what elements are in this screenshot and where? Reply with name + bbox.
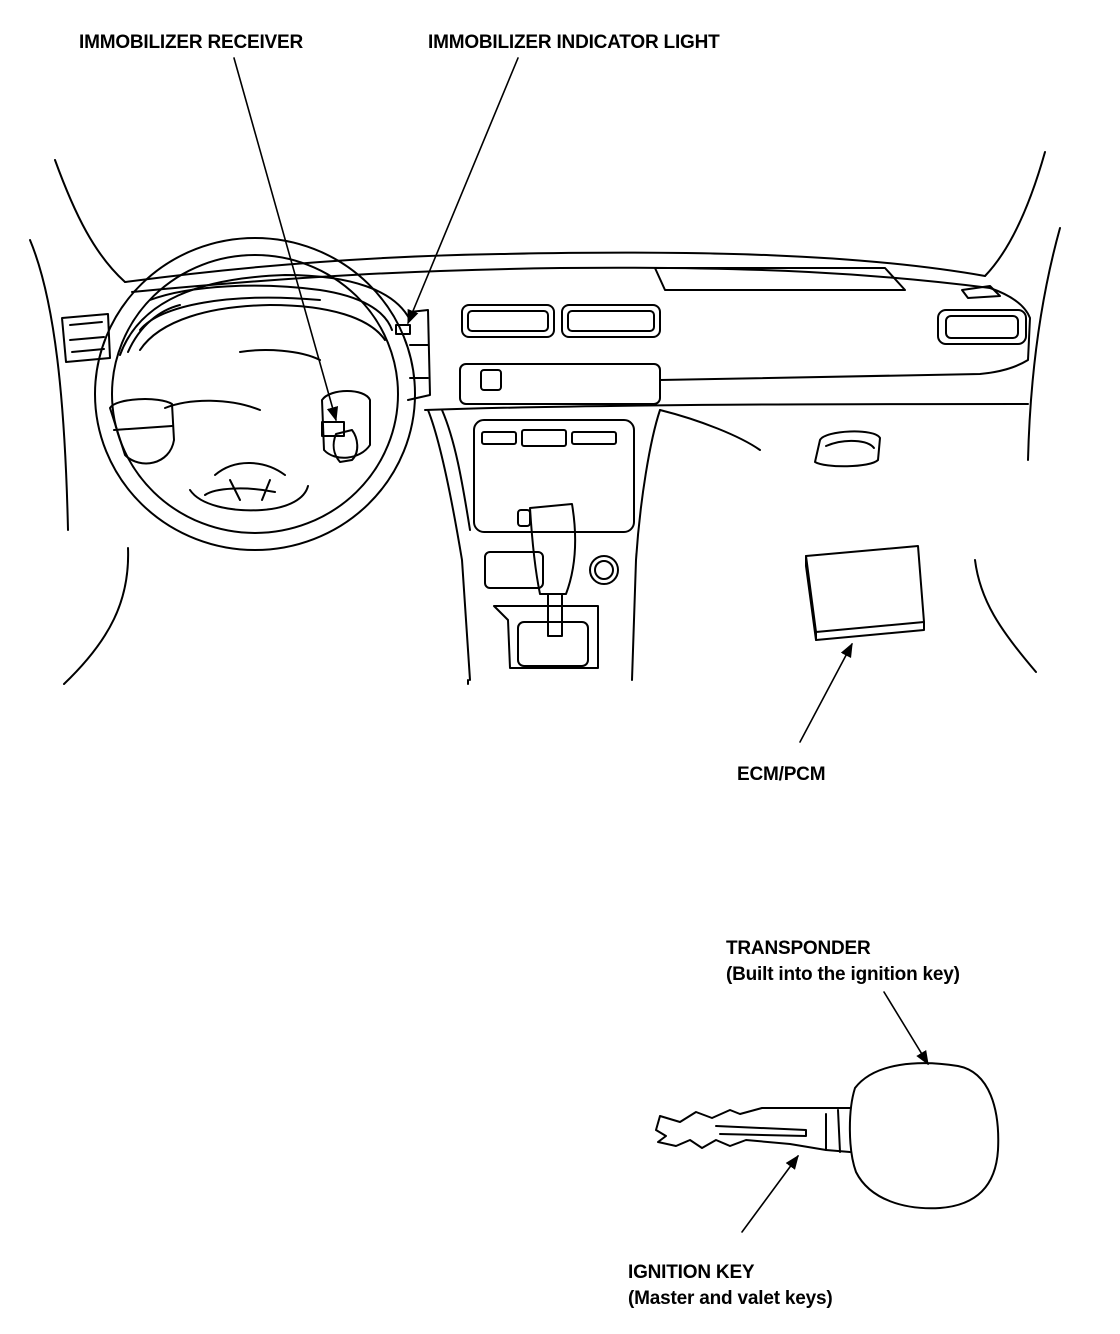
- left-door-edge: [29, 239, 69, 531]
- dash-top-lip: [131, 266, 991, 293]
- left-vent: [61, 313, 111, 363]
- indicator-leader-line: [407, 57, 519, 325]
- console-knob: [589, 555, 619, 585]
- ecm-pcm-box: [805, 545, 925, 641]
- key-head: [848, 1062, 1000, 1210]
- transponder-leader-line: [883, 991, 929, 1066]
- immobilizer-receiver-label: IMMOBILIZER RECEIVER: [79, 32, 304, 53]
- transponder-note: (Built into the ignition key): [726, 964, 960, 985]
- center-vent-left: [461, 304, 555, 338]
- ignition-key-title: IGNITION KEY: [628, 1262, 755, 1283]
- immobilizer-indicator-light-label: IMMOBILIZER INDICATOR LIGHT: [428, 32, 720, 53]
- ignition-key-label: IGNITION KEY (Master and valet keys): [628, 1260, 833, 1312]
- ecm-pcm-leader-line: [799, 642, 853, 743]
- cluster-hood: [119, 274, 411, 356]
- transponder-label: TRANSPONDER (Built into the ignition key…: [726, 936, 960, 988]
- ignition-key: [655, 1062, 1000, 1210]
- center-panel: [459, 363, 661, 405]
- dash-top-edge: [124, 251, 986, 283]
- key-blade: [655, 1107, 851, 1153]
- receiver-leader-line: [233, 57, 339, 422]
- ignition-key-leader-line: [741, 1154, 799, 1233]
- dashboard: [29, 151, 1061, 685]
- immobilizer-indicator-light-part: [395, 324, 411, 335]
- transponder-title: TRANSPONDER: [726, 938, 871, 959]
- right-door-edge: [1027, 227, 1061, 461]
- dash-speaker-grille: [654, 267, 906, 291]
- dash-right-face: [659, 287, 1031, 381]
- right-vent: [937, 309, 1027, 345]
- immobilizer-receiver-part: [321, 421, 345, 437]
- steering-wheel: [94, 237, 416, 551]
- center-vent-right: [561, 304, 661, 338]
- ecm-pcm-label: ECM/PCM: [737, 764, 826, 785]
- climate-panel: [473, 419, 635, 533]
- dash-lower-edge: [424, 403, 1029, 411]
- ignition-key-note: (Master and valet keys): [628, 1288, 833, 1309]
- left-a-pillar: [54, 159, 126, 283]
- right-a-pillar: [984, 151, 1046, 277]
- center-console: [427, 409, 471, 681]
- ignition-switch: [332, 429, 359, 463]
- glove-box-handle: [814, 430, 881, 468]
- leader-lines: [233, 57, 929, 1233]
- gear-shifter: [529, 503, 577, 595]
